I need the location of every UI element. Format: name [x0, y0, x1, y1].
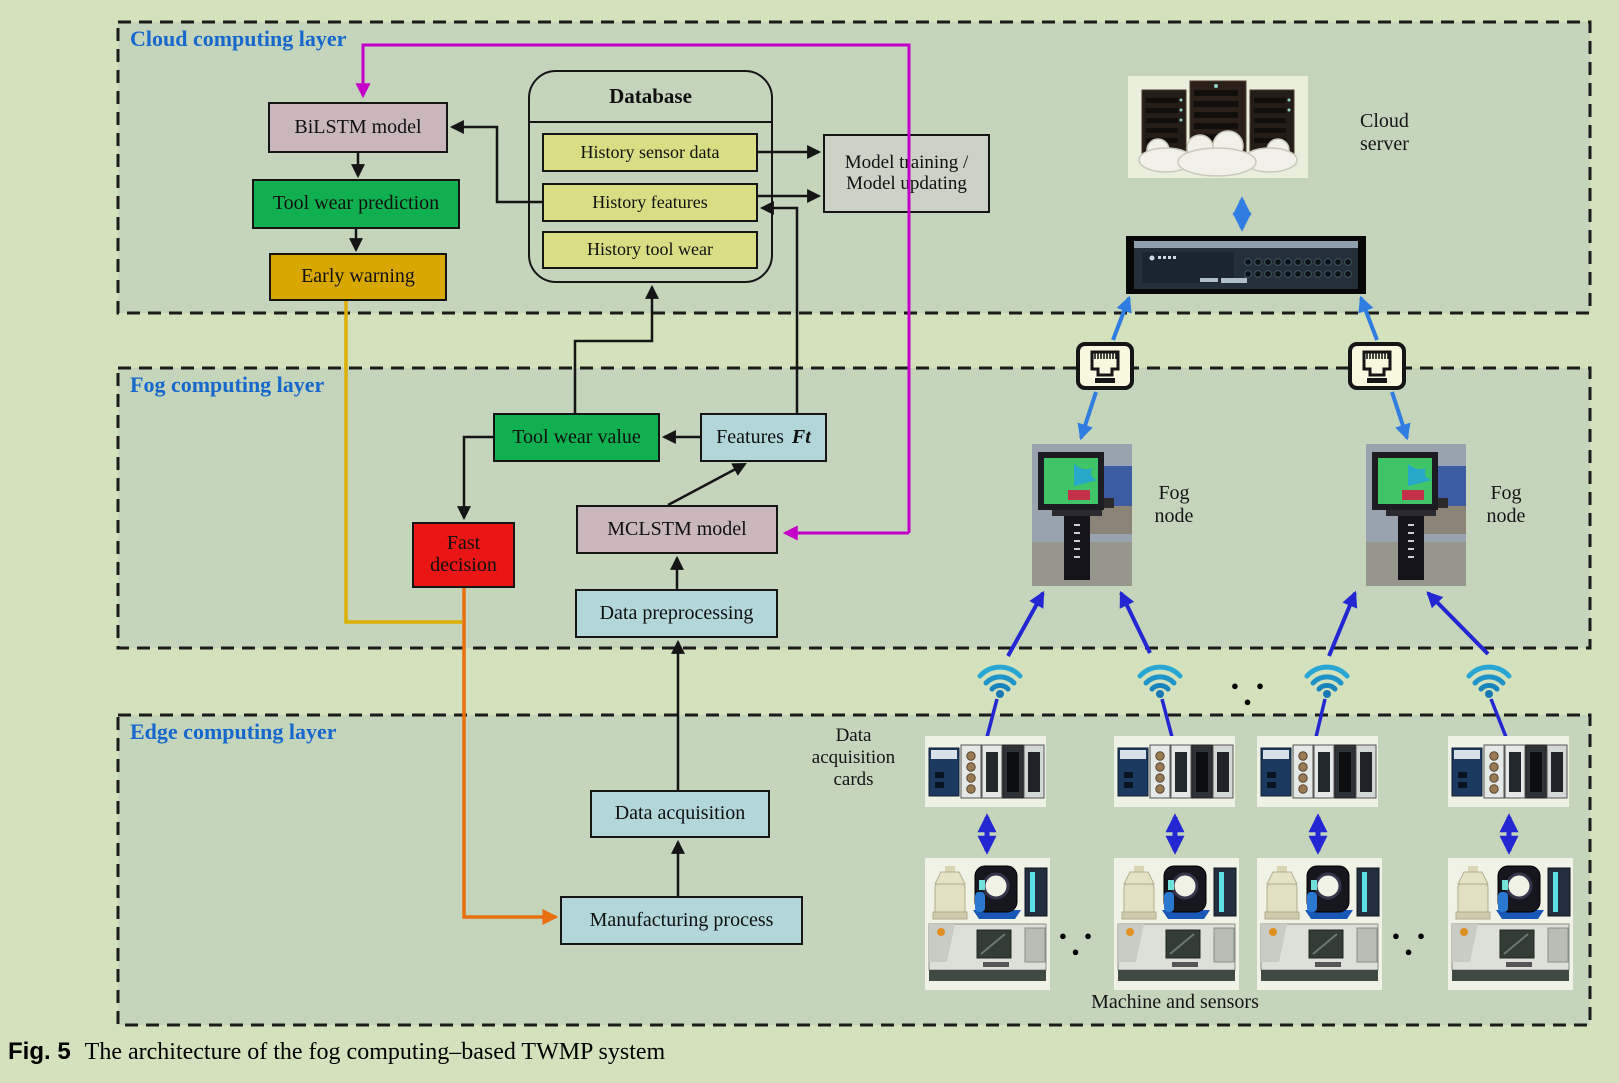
figure-caption: Fig. 5 The architecture of the fog comput…: [8, 1038, 665, 1066]
arrow-fastdecision-to-manufacturing: [462, 588, 559, 925]
mclstm-model-box: MCLSTM model: [576, 505, 778, 554]
cloud-server-label: Cloud server: [1360, 110, 1409, 155]
fog-node-image-1: [1032, 444, 1132, 591]
arrow-wifi4-to-fognode: [1426, 591, 1490, 656]
fog-layer-label: Fog computing layer: [130, 372, 325, 397]
cloud-server-image: [1128, 76, 1308, 183]
fog-node-image-2: [1366, 444, 1466, 591]
daq-cards-label: Data acquisition cards: [811, 725, 896, 790]
database-title: Database: [530, 72, 771, 123]
arrow-wifi2-to-fognode: [1119, 590, 1152, 654]
history-sensor-data-box: History sensor data: [542, 133, 758, 172]
early-warning-box: Early warning: [269, 253, 447, 301]
line-earlywarning-feedback: [344, 301, 462, 624]
tool-wear-prediction-box: Tool wear prediction: [252, 179, 460, 229]
machine-sensors-image-1: [925, 858, 1050, 995]
double-arrows-daq-machines: [977, 813, 1519, 855]
history-features-box: History features: [542, 183, 758, 222]
daq-card-image-1: [925, 736, 1046, 812]
daq-card-image-4: [1448, 736, 1569, 812]
ethernet-jack-icon-2: [1348, 342, 1406, 395]
daq-card-image-2: [1114, 736, 1235, 812]
edge-layer-label: Edge computing layer: [130, 719, 337, 744]
fog-node-label-1: Fog node: [1154, 482, 1194, 527]
line-wifi4-daq: [1489, 698, 1508, 738]
clouds: [1138, 130, 1298, 177]
arrow-wifi3-to-fognode: [1327, 590, 1358, 657]
machine-sensors-image-4: [1448, 858, 1573, 995]
figure-number: Fig. 5: [8, 1038, 71, 1065]
machine-sensors-image-3: [1257, 858, 1382, 995]
model-training-box: Model training / Model updating: [823, 134, 990, 213]
machine-and-sensors-label: Machine and sensors: [1091, 991, 1259, 1013]
fog-node-label-2: Fog node: [1486, 482, 1526, 527]
wifi-icon-4: [1461, 652, 1517, 703]
ethernet-jack-icon-1: [1076, 342, 1134, 395]
arrow-jack1-to-fognode: [1077, 391, 1098, 441]
machines-ellipsis-2: ● ● ●: [1392, 928, 1432, 959]
tool-wear-value-box: Tool wear value: [493, 413, 660, 462]
arrow-jack1-to-switch: [1111, 295, 1132, 341]
wifi-ellipsis: ● ● ●: [1231, 678, 1271, 709]
line-wifi1-daq: [985, 698, 999, 738]
data-acquisition-box: Data acquisition: [590, 790, 770, 838]
data-preprocessing-box: Data preprocessing: [575, 589, 778, 638]
wifi-icon-1: [972, 652, 1028, 703]
history-tool-wear-box: History tool wear: [542, 231, 758, 269]
arrow-jack2-to-switch: [1358, 295, 1379, 341]
arrow-wifi1-to-fognode: [1006, 590, 1045, 657]
machine-sensors-image-2: [1114, 858, 1239, 995]
network-switch-image: [1126, 236, 1366, 299]
fast-decision-box: Fast decision: [412, 522, 515, 588]
arrow-jack2-to-fognode: [1390, 391, 1411, 441]
manufacturing-process-box: Manufacturing process: [560, 896, 803, 945]
daq-card-image-3: [1257, 736, 1378, 812]
cloud-layer-label: Cloud computing layer: [130, 26, 347, 51]
machines-ellipsis-1: ● ● ●: [1059, 928, 1099, 959]
bilstm-model-box: BiLSTM model: [268, 102, 448, 153]
figure-caption-text: The architecture of the fog computing–ba…: [84, 1039, 666, 1065]
wifi-icon-3: [1299, 652, 1355, 703]
wifi-icon-2: [1132, 652, 1188, 703]
line-wifi2-daq: [1160, 698, 1174, 738]
line-wifi3-daq: [1314, 698, 1327, 738]
